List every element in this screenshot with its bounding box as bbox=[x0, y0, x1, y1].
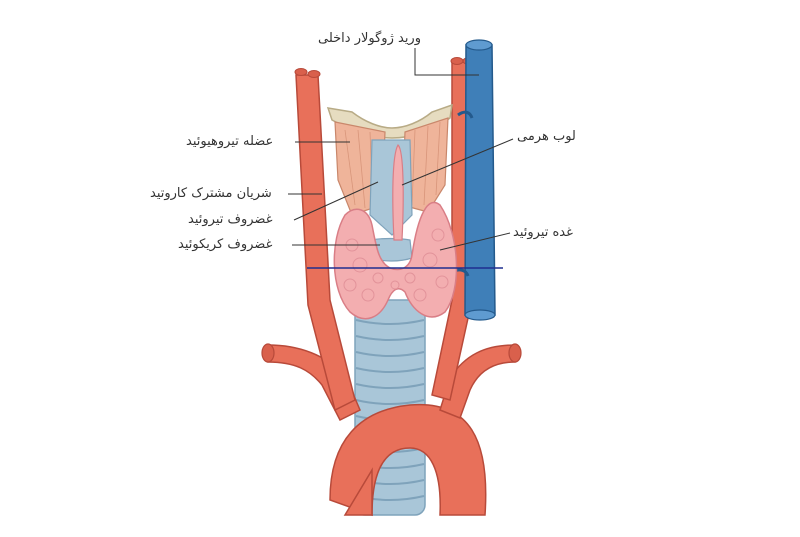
aortic-arch bbox=[329, 403, 487, 517]
label-thyrohyoid-muscle: عضله تیروهیوئید bbox=[186, 134, 274, 149]
thyroid-gland bbox=[333, 201, 458, 320]
label-common-carotid-artery: شریان مشترک کاروتید bbox=[150, 186, 272, 201]
label-thyroid-gland: غده تیروئید bbox=[513, 225, 573, 240]
pyramidal-lobe bbox=[392, 144, 404, 241]
leader-lines bbox=[288, 48, 514, 251]
leader-thyroid-gland bbox=[439, 232, 511, 251]
thyroid-cartilage bbox=[369, 139, 413, 236]
internal-jugular-vein bbox=[451, 39, 496, 321]
leader-internal-jugular-vein bbox=[414, 48, 479, 76]
left-subclavian-artery bbox=[439, 344, 516, 419]
label-internal-jugular-vein: ورید ژوگولار داخلی bbox=[318, 31, 421, 46]
label-thyroid-cartilage: غضروف تیروئید bbox=[188, 212, 273, 227]
leader-pyramidal-lobe bbox=[401, 138, 514, 186]
label-pyramidal-lobe: لوب هرمی bbox=[517, 129, 576, 144]
common-carotid-artery-right bbox=[294, 68, 356, 412]
leader-thyroid-cartilage bbox=[293, 181, 379, 221]
label-cricoid-cartilage: غضروف کریکوئید bbox=[178, 237, 273, 252]
